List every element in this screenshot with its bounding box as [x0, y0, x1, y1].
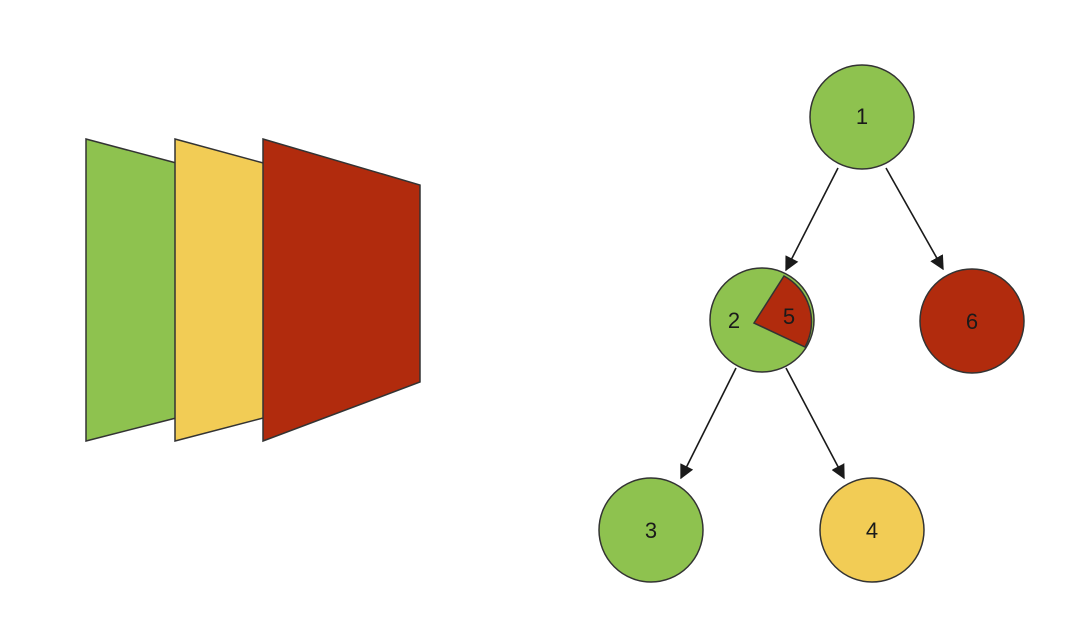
edge-2-3 [680, 367, 737, 480]
node-1-circle [809, 64, 915, 170]
green-panel [85, 138, 181, 442]
stacked-panels [85, 137, 421, 443]
node-3-circle [598, 477, 704, 583]
tree-node-3: 3 [598, 477, 704, 583]
tree-node-2: 2 5 [709, 267, 815, 373]
edge-1-6 [885, 167, 944, 271]
node-3-label: 3 [645, 518, 657, 543]
tree-edges [680, 167, 944, 480]
node-6-label: 6 [966, 309, 978, 334]
tree-nodes: 1 2 5 6 3 4 [598, 64, 1025, 583]
red-panel [262, 137, 421, 443]
tree-node-1: 1 [809, 64, 915, 170]
node-4-circle [819, 477, 925, 583]
edge-1-2 [785, 167, 839, 272]
tree-node-6: 6 [919, 268, 1025, 374]
node-6-circle [919, 268, 1025, 374]
yellow-panel [174, 138, 268, 442]
tree-node-4: 4 [819, 477, 925, 583]
node-1-label: 1 [856, 104, 868, 129]
edge-2-4 [785, 367, 845, 480]
node-5-wedge [752, 275, 813, 348]
node-5-label: 5 [783, 304, 795, 329]
node-4-label: 4 [866, 518, 878, 543]
node-2-label: 2 [728, 308, 740, 333]
